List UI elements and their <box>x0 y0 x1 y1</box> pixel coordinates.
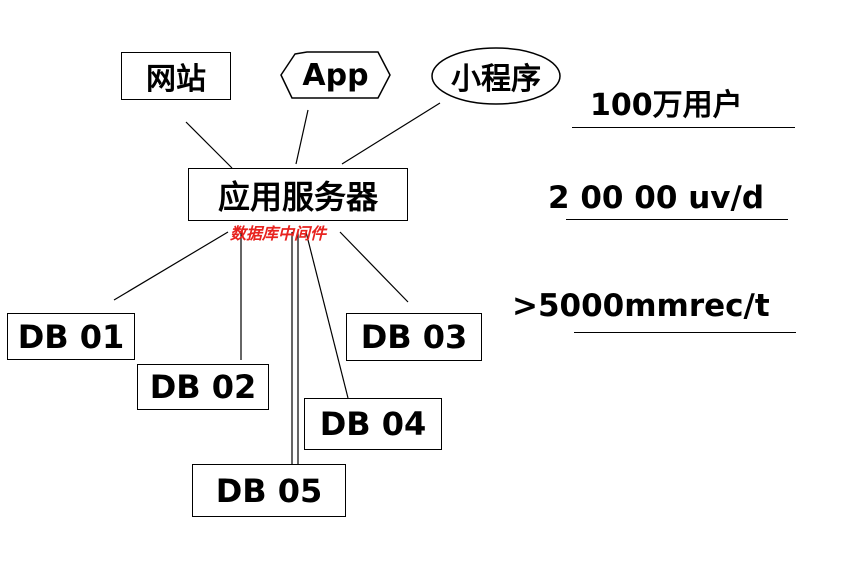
records-underline <box>574 332 796 333</box>
db04-node: DB 04 <box>304 398 442 450</box>
link-app-server <box>295 109 309 165</box>
server-label: 应用服务器 <box>217 177 378 216</box>
db04-label: DB 04 <box>319 405 427 443</box>
server-node: 应用服务器 <box>188 168 408 221</box>
link-miniprogram-server <box>341 102 441 165</box>
miniprogram-ellipse <box>431 47 561 105</box>
uv-underline <box>566 219 788 220</box>
users-note: 100万用户 <box>590 88 743 123</box>
app-label: App <box>302 57 369 93</box>
miniprogram-label: 小程序 <box>451 62 541 97</box>
middleware-annotation: 数据库中间件 <box>230 224 327 243</box>
uv-note: 2 00 00 uv/d <box>548 180 765 216</box>
app-node: App <box>281 52 390 98</box>
website-label: 网站 <box>146 62 206 97</box>
link-server-db03 <box>339 231 409 303</box>
app-hexagon <box>280 51 391 99</box>
db05-label: DB 05 <box>215 471 323 510</box>
db02-label: DB 02 <box>149 368 257 406</box>
db01-node: DB 01 <box>7 313 135 360</box>
db03-node: DB 03 <box>346 313 482 361</box>
website-node: 网站 <box>121 52 231 100</box>
miniprogram-node: 小程序 <box>432 48 560 104</box>
db03-label: DB 03 <box>360 318 468 356</box>
link-website-server <box>185 121 233 169</box>
db05-node: DB 05 <box>192 464 346 517</box>
users-underline <box>572 127 795 128</box>
db02-node: DB 02 <box>137 364 269 410</box>
link-server-db01 <box>113 231 229 301</box>
db01-label: DB 01 <box>17 317 125 356</box>
link-server-db04 <box>305 231 349 399</box>
records-note: >5000mmrec/t <box>512 288 770 324</box>
